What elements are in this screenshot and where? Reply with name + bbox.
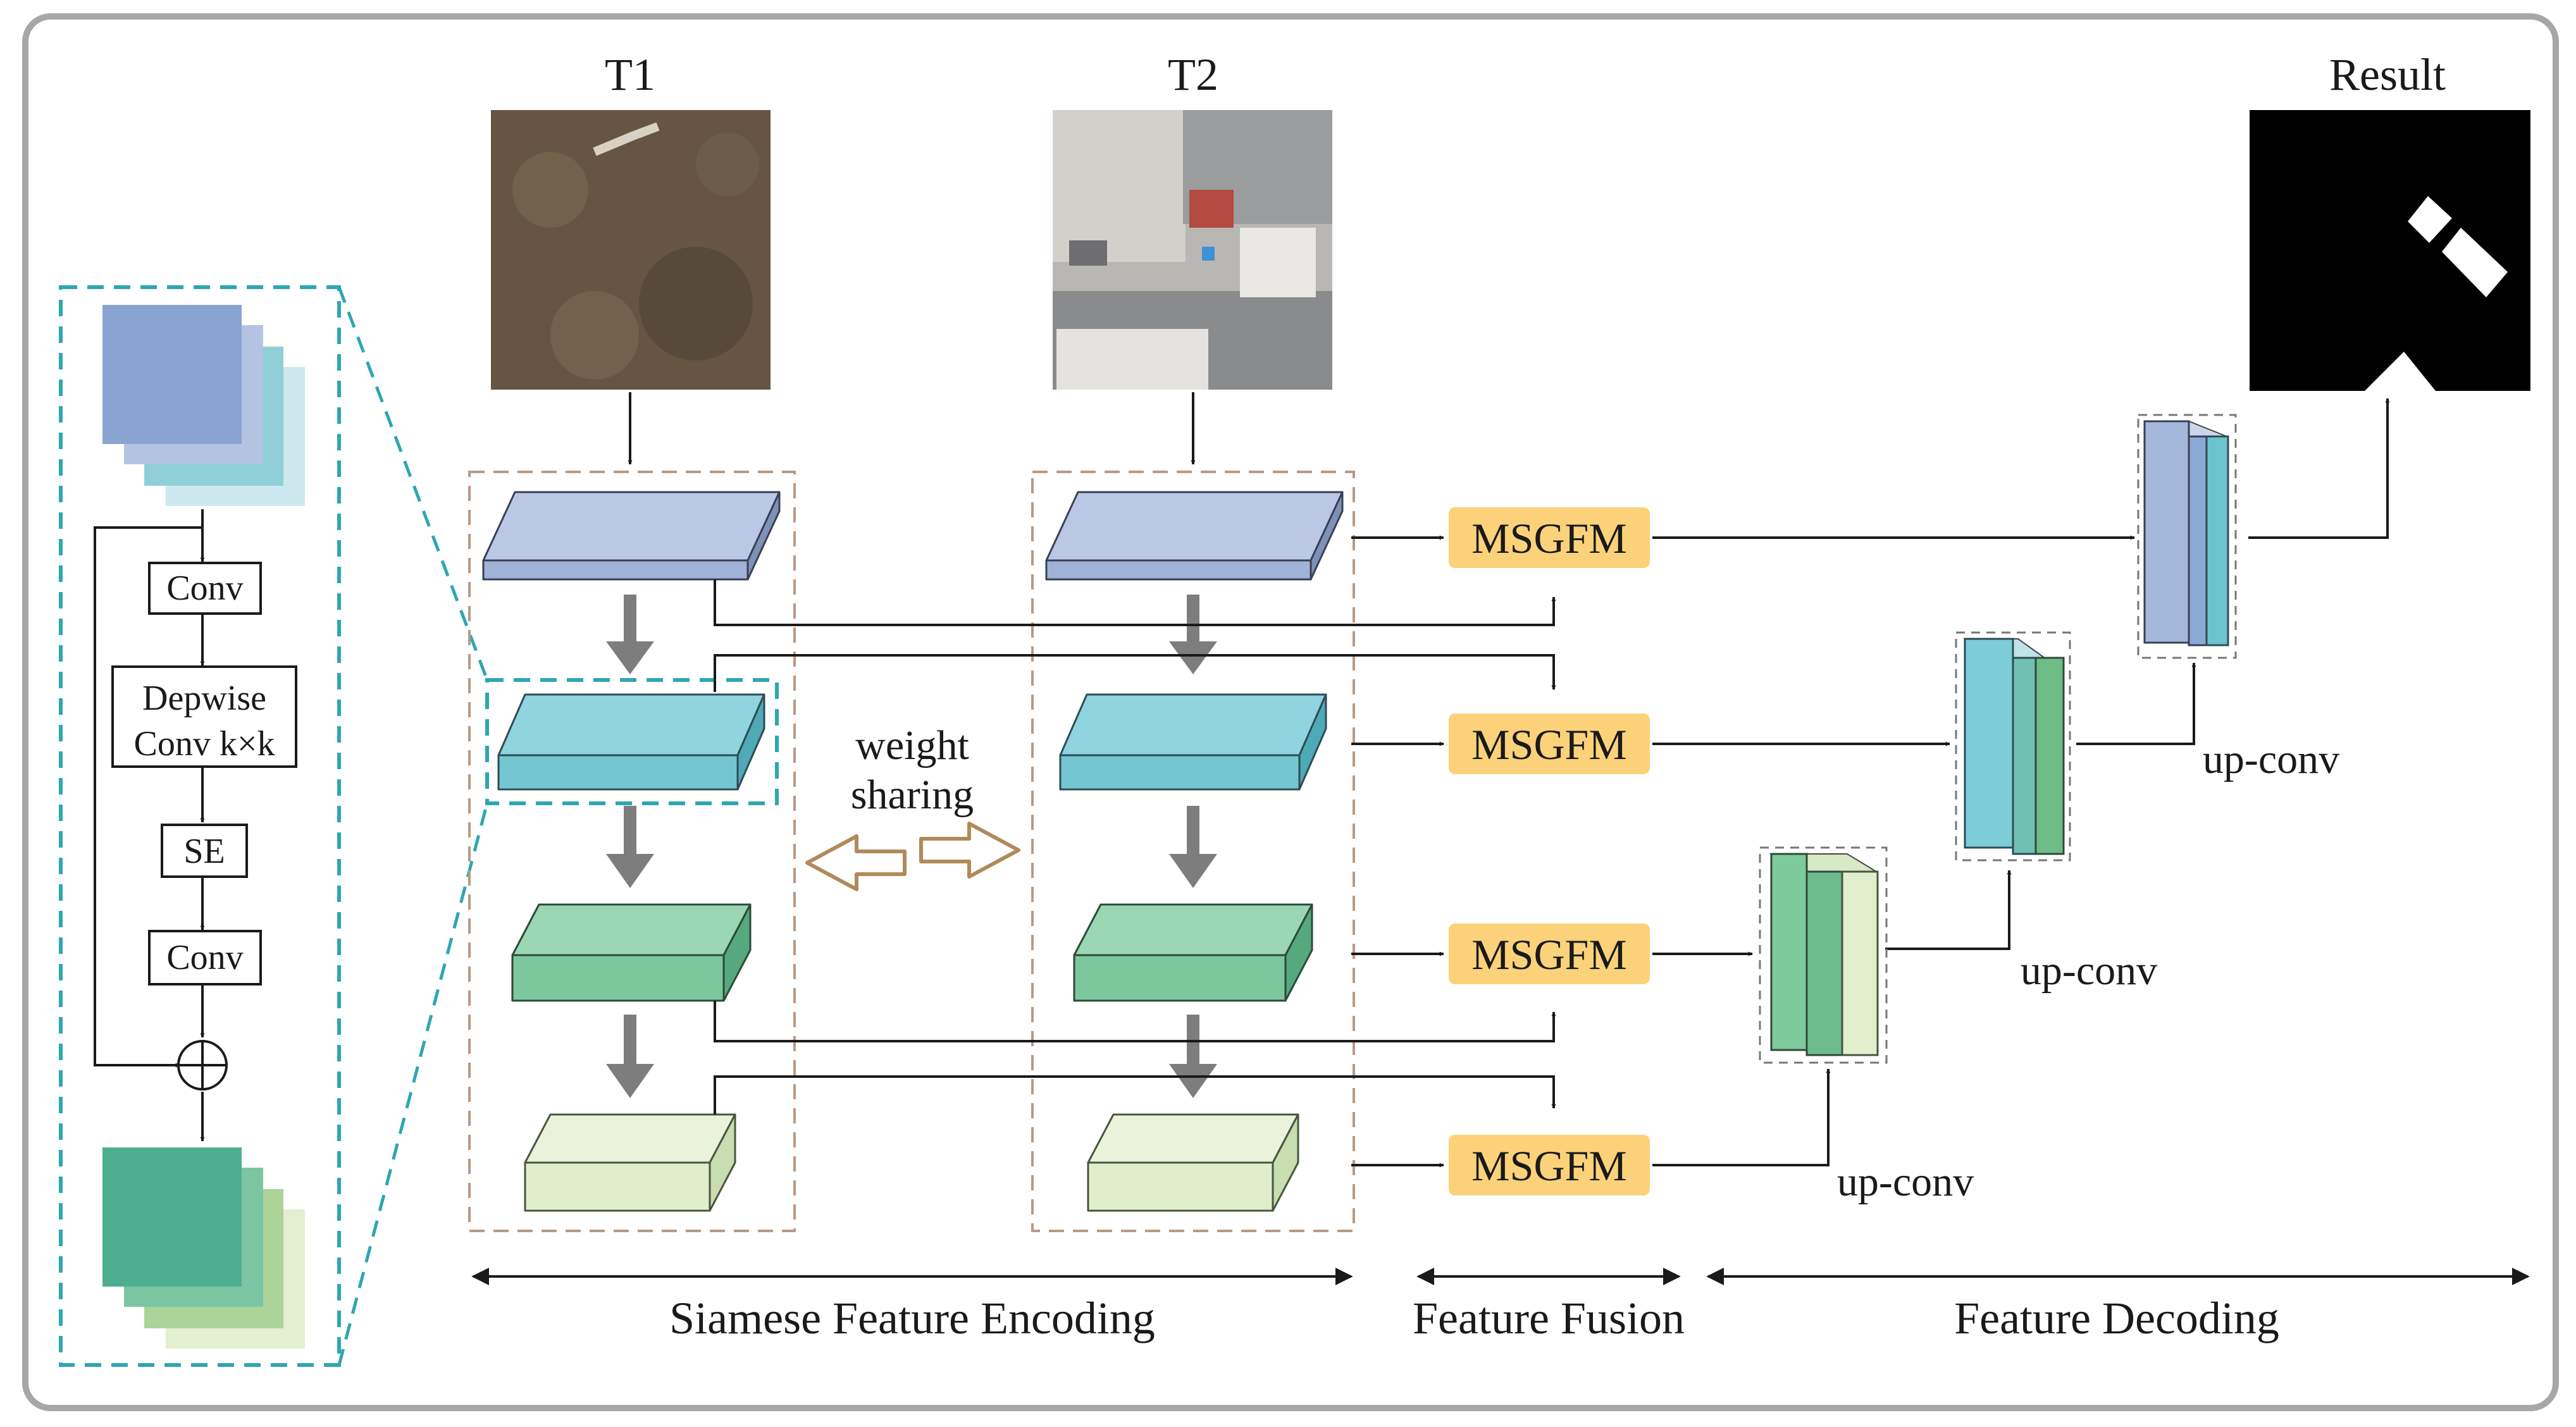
- msgfm-3: MSGFM: [1449, 924, 1650, 984]
- t1-layer-4: [524, 1113, 736, 1212]
- msgfm-2: MSGFM: [1449, 714, 1650, 774]
- encoder-t2-frame: [1031, 471, 1355, 1232]
- decoder-stack-2: [1955, 631, 2071, 862]
- conv-box-1: [148, 562, 262, 615]
- weight-sharing-label-2: sharing: [851, 772, 974, 818]
- t2-layer-1: [1045, 491, 1344, 581]
- upconv-label-3: up-conv: [1837, 1159, 1974, 1205]
- weight-sharing-label-1: weight: [855, 722, 969, 769]
- sum-icon: [177, 1040, 228, 1090]
- conv-box-2-label: Conv: [166, 938, 243, 977]
- msgfm-1: MSGFM: [1449, 507, 1650, 568]
- input-feature-maps: [102, 305, 305, 506]
- se-box: [161, 824, 248, 878]
- t2-image: [1053, 110, 1332, 390]
- stage-label-decoding: Feature Decoding: [1954, 1293, 2279, 1344]
- result-label: Result: [2329, 49, 2446, 100]
- depwise-conv-label-1: Depwise: [142, 679, 266, 718]
- conv-box-1-label: Conv: [166, 569, 243, 608]
- decoder-stack-1: [2137, 414, 2237, 659]
- msgfm-4-label: MSGFM: [1471, 1142, 1627, 1190]
- stage-label-encoding: Siamese Feature Encoding: [669, 1293, 1155, 1344]
- block-detail: Conv Depwise Conv k×k SE Conv: [59, 285, 489, 1367]
- t1-label: T1: [605, 49, 655, 100]
- t2-layer-2: [1059, 693, 1327, 791]
- result-image: [2250, 110, 2530, 391]
- msgfm-3-label: MSGFM: [1471, 930, 1627, 979]
- msgfm-4: MSGFM: [1449, 1135, 1650, 1195]
- t1-layer-1: [482, 491, 781, 581]
- t1-layer-2: [497, 693, 765, 791]
- upconv-label-2: up-conv: [2021, 948, 2157, 994]
- encoder-t1-frame: [468, 471, 796, 1232]
- stage-label-fusion: Feature Fusion: [1413, 1293, 1685, 1344]
- weight-sharing-arrow-icon: [805, 822, 1020, 891]
- t2-label: T2: [1168, 49, 1218, 100]
- t2-layer-3: [1073, 903, 1313, 1002]
- zoom-line-bottom: [337, 803, 489, 1366]
- msgfm-1-label: MSGFM: [1471, 514, 1627, 562]
- t1-layer-3: [511, 903, 752, 1002]
- output-feature-maps: [102, 1147, 305, 1349]
- conv-box-2: [148, 930, 262, 985]
- msgfm-2-label: MSGFM: [1471, 720, 1627, 769]
- t2-layer-4: [1087, 1113, 1299, 1212]
- se-box-label: SE: [183, 832, 225, 871]
- depwise-conv-box: [111, 665, 297, 768]
- decoder-stack-3: [1759, 846, 1888, 1064]
- zoom-line-top: [337, 287, 489, 681]
- highlighted-layer-frame: [485, 678, 779, 805]
- depwise-conv-label-2: Conv k×k: [134, 724, 275, 763]
- upconv-label-1: up-conv: [2203, 736, 2339, 782]
- block-detail-frame: [59, 285, 341, 1367]
- t1-image: [491, 110, 771, 390]
